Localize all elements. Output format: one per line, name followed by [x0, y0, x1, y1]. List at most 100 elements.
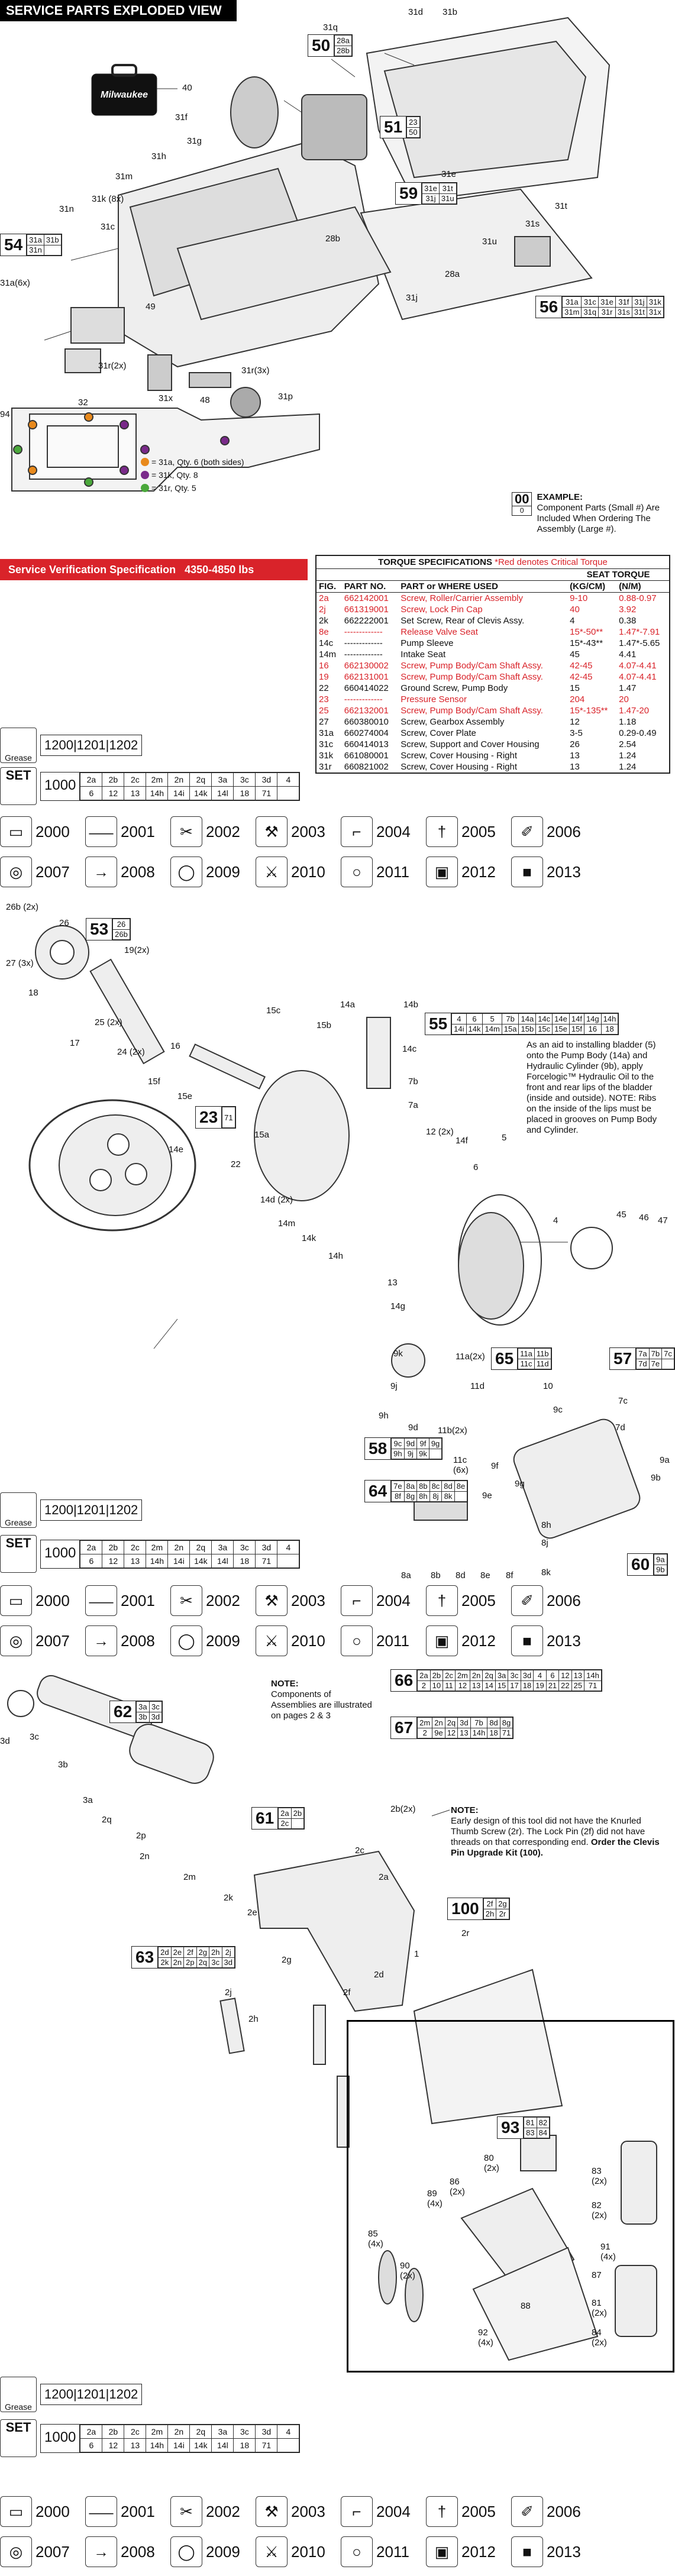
torque-cell-fig: 2k [319, 616, 328, 626]
set-cell: 2b [102, 2424, 125, 2439]
set-cell: 3d [255, 2424, 278, 2439]
torque-cell-fig: 25 [319, 706, 329, 716]
callout-8d: 8d [456, 1570, 466, 1580]
set-cell: 14i [167, 786, 190, 800]
set-cell: 2m [146, 772, 169, 787]
press-icon: ■ [511, 856, 543, 887]
assemblies-note: NOTE:Components of Assemblies are illust… [271, 1679, 372, 1721]
callout-15e: 15e [177, 1091, 193, 1101]
tool-number: 2009 [206, 1631, 240, 1650]
callout-40: 40 [182, 83, 192, 93]
tool-item-2011: ○2011 [341, 856, 424, 887]
tape-icon: ▭ [0, 816, 32, 847]
tool-row-1b: ◎2007→2008◯2009⚔2010○2011▣2012■2013 [0, 856, 596, 887]
hex-key-icon: ⌐ [341, 1585, 373, 1616]
torque-cell-part: 661080001 [344, 751, 389, 761]
tool-item-2003: ⚒2003 [256, 2496, 338, 2527]
set-cell: 14i [167, 2438, 190, 2452]
torque-cell-kg: 40 [570, 605, 580, 615]
torque-cell-kg: 9-10 [570, 593, 588, 603]
snap-ring-icon: ◯ [170, 2536, 202, 2567]
callout-90: 90 (2x) [400, 2261, 415, 2281]
torque-cell-part: 662130002 [344, 661, 389, 671]
pin-tool-icon: → [85, 2536, 117, 2567]
callout-14h: 14h [328, 1251, 344, 1261]
assembly-box-23: 23 71 [195, 1106, 236, 1129]
callout-86: 86 (2x) [450, 2177, 465, 2197]
callout-26: 26 [59, 918, 69, 928]
torque-cell-fig: 31a [319, 728, 334, 738]
callout-46: 46 [639, 1213, 649, 1223]
tool-item-2013: ■2013 [511, 2536, 594, 2567]
set-cell: 14h [146, 786, 169, 800]
scraper-icon: ✐ [511, 1585, 543, 1616]
set-cell: 3d [255, 772, 278, 787]
legend-dot-green [141, 484, 149, 492]
callout-10: 10 [543, 1381, 553, 1391]
torque-cell-part: 662142001 [344, 593, 389, 603]
callout-2d: 2d [374, 1970, 384, 1980]
callout-31j: 31j [406, 293, 418, 303]
wrench-icon: ⚒ [256, 1585, 288, 1616]
torque-cell-fig: 19 [319, 672, 329, 682]
callout-15c: 15c [266, 1006, 281, 1016]
tool-number: 2009 [206, 2542, 240, 2561]
tool-item-2007: ◎2007 [0, 856, 83, 887]
callout-9b: 9b [651, 1473, 661, 1483]
grease-row-1: Grease 1200|1201|1202 [0, 728, 143, 763]
callout-7a: 7a [408, 1100, 418, 1110]
tool-row-2a: ▭2000⸺2001✂2002⚒2003⌐2004†2005✐2006 [0, 1585, 596, 1616]
torque-cell-where: Screw, Pump Body/Cam Shaft Assy. [401, 706, 543, 716]
tool-number: 2011 [376, 2542, 409, 2561]
torque-cell-part: 661319001 [344, 605, 389, 615]
clevis-upgrade-note: NOTE:Early design of this tool did not h… [451, 1805, 660, 1858]
callout-9k: 9k [393, 1349, 403, 1359]
torque-cell-kg: 45 [570, 649, 580, 660]
service-verification-bar: Service Verification Specification 4350-… [0, 559, 308, 580]
torque-cell-fig: 22 [319, 683, 329, 693]
vise-icon: ▣ [426, 856, 458, 887]
tool-number: 2000 [35, 1591, 70, 1609]
set-cell: 2c [124, 772, 147, 787]
callout-2a: 2a [379, 1872, 389, 1882]
callout-9e: 9e [482, 1491, 492, 1501]
callout-7d: 7d [615, 1423, 625, 1433]
callout-18: 18 [28, 988, 38, 998]
callout-7c: 7c [618, 1396, 628, 1406]
callout-31g: 31g [187, 136, 202, 146]
torque-cell-kg: 15*-43** [570, 638, 603, 648]
callout-31u: 31u [482, 237, 498, 247]
tool-item-2000: ▭2000 [0, 816, 83, 847]
tool-item-2003: ⚒2003 [256, 1585, 338, 1616]
torque-cell-part: ------------- [344, 694, 383, 704]
pin-tool-icon: → [85, 1625, 117, 1656]
press-icon: ■ [511, 2536, 543, 2567]
o-ring-tool-icon: ○ [341, 1625, 373, 1656]
tool-number: 2010 [291, 862, 325, 881]
callout-31b: 31b [443, 7, 458, 17]
snap-ring-icon: ◯ [170, 1625, 202, 1656]
set-cell: 12 [102, 1553, 125, 1568]
callout-31q: 31q [323, 22, 338, 33]
torque-cell-where: Screw, Lock Pin Cap [401, 605, 483, 615]
tool-number: 2007 [35, 2542, 70, 2561]
tool-number: 2008 [121, 862, 155, 881]
tool-item-2000: ▭2000 [0, 2496, 83, 2527]
set-cell: 3a [211, 772, 234, 787]
tool-item-2010: ⚔2010 [256, 2536, 338, 2567]
grease-icon: Grease [0, 2377, 37, 2412]
set-icon: SET [0, 767, 37, 805]
tool-number: 2004 [376, 822, 411, 841]
callout-84: 84 (2x) [592, 2328, 607, 2348]
